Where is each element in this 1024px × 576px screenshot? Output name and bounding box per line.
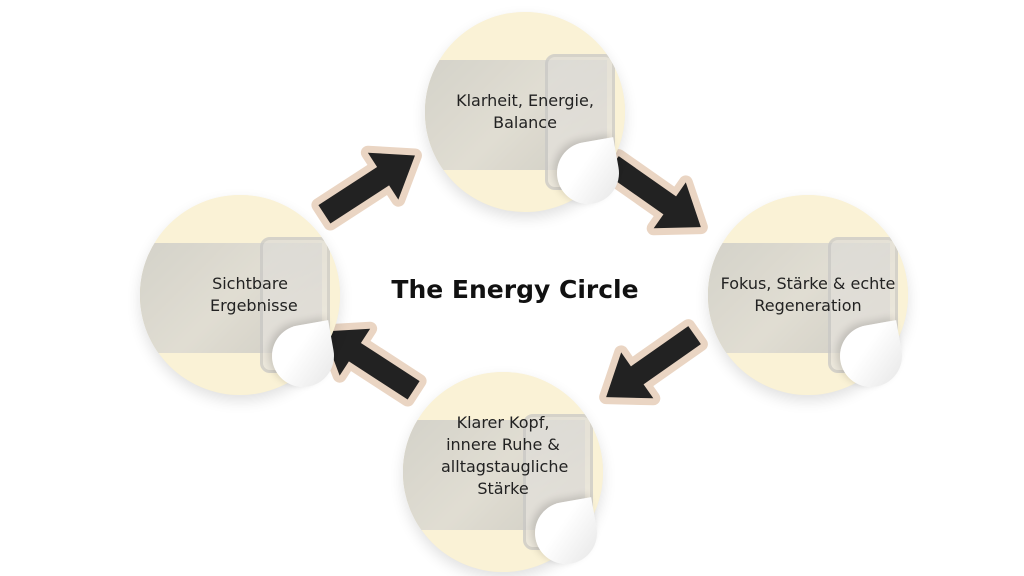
stage-label: Klarheit, Energie, Balance: [456, 91, 594, 132]
stage-sticker-left: Sichtbare Ergebnisse: [140, 195, 340, 395]
stage-sticker-right: Fokus, Stärke & echte Regeneration: [708, 195, 908, 395]
arrow-right-to-bottom: [590, 312, 711, 420]
stage-label: Sichtbare Ergebnisse: [210, 274, 298, 315]
stage-sticker-bottom: Klarer Kopf, innere Ruhe & alltagstaugli…: [403, 372, 603, 572]
stage-label: Klarer Kopf, innere Ruhe & alltagstaugli…: [441, 413, 569, 498]
stage-sticker-top: Klarheit, Energie, Balance: [425, 12, 625, 212]
stage-label: Fokus, Stärke & echte Regeneration: [720, 274, 896, 315]
diagram-title: The Energy Circle: [391, 275, 639, 304]
